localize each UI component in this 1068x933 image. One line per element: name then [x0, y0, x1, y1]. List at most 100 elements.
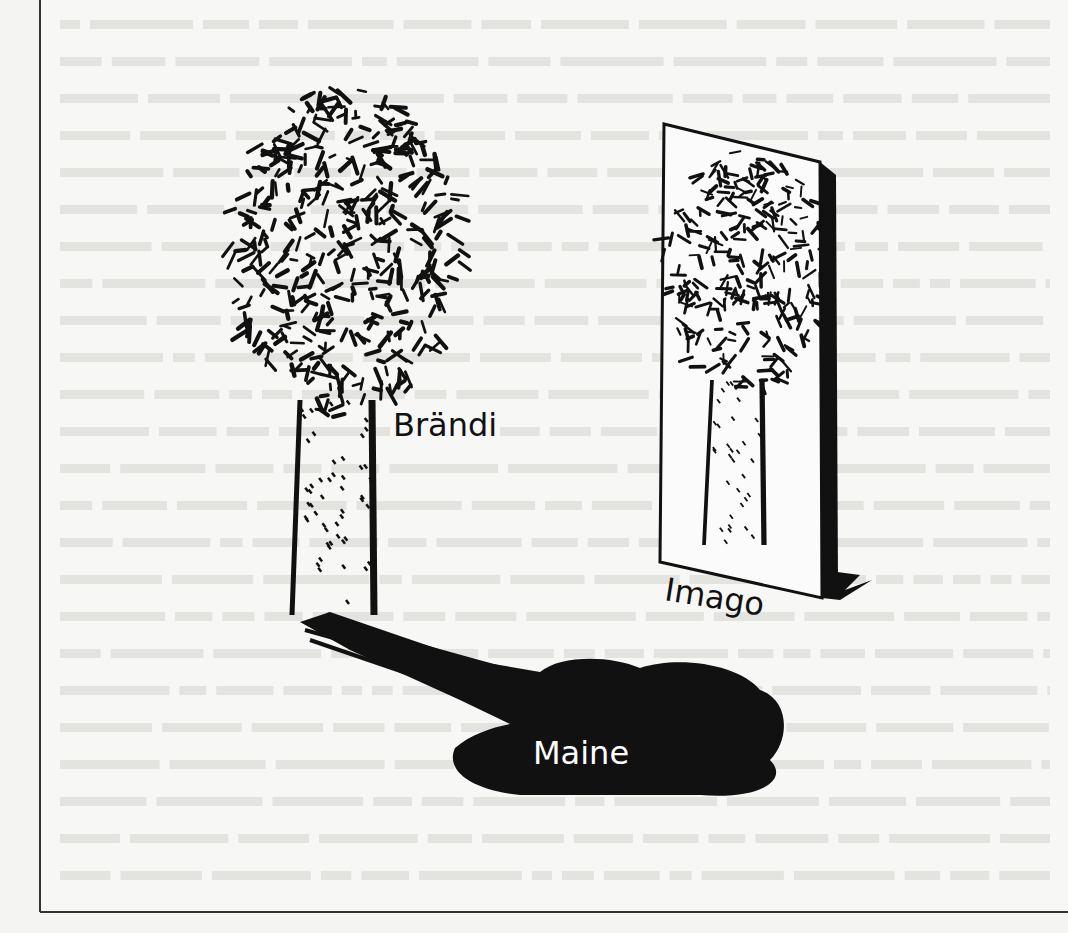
ghost-word — [871, 760, 922, 769]
leaf-mark — [684, 213, 690, 221]
leaf-mark — [338, 199, 351, 201]
ghost-word — [238, 834, 309, 843]
bark-mark — [365, 418, 368, 422]
ghost-word — [794, 871, 895, 880]
leaf-mark — [734, 238, 745, 241]
leaf-mark — [430, 342, 440, 350]
ghost-word — [140, 131, 226, 140]
leaf-mark — [748, 286, 755, 288]
bark-mark — [341, 509, 344, 513]
leaf-mark — [367, 211, 368, 222]
leaf-mark — [766, 162, 778, 171]
leaf-mark — [807, 262, 808, 269]
ghost-word — [857, 427, 909, 436]
ghost-word — [379, 575, 401, 584]
leaf-mark — [449, 277, 457, 280]
ghost-word — [550, 427, 591, 436]
ghost-word — [913, 575, 943, 584]
leaf-mark — [717, 310, 720, 320]
ghost-word — [564, 649, 595, 658]
leaf-mark — [416, 277, 418, 283]
ghost-word — [262, 390, 292, 399]
leaf-mark — [379, 294, 389, 296]
leaf-mark — [395, 108, 408, 115]
ghost-word — [541, 20, 629, 29]
leaf-mark — [382, 189, 397, 196]
ghost-word — [472, 501, 535, 510]
leaf-mark — [408, 322, 411, 329]
ghost-word — [871, 686, 930, 695]
ghost-word — [936, 464, 974, 473]
leaf-mark — [287, 158, 291, 169]
leaf-mark — [690, 292, 698, 300]
bark-mark — [737, 398, 740, 402]
leaf-mark — [380, 333, 391, 347]
leaf-mark — [825, 284, 826, 293]
ghost-word — [428, 834, 472, 843]
ghost-word — [889, 834, 990, 843]
ghost-word — [436, 538, 521, 547]
leaf-mark — [259, 167, 265, 171]
bark-mark — [307, 439, 310, 443]
leaf-mark — [303, 191, 309, 198]
ghost-word — [854, 316, 956, 325]
ghost-word — [373, 797, 412, 806]
ghost-word — [394, 723, 451, 732]
ghost-word — [123, 538, 211, 547]
leaf-mark — [750, 169, 752, 179]
leaf-mark — [275, 182, 276, 195]
leaf-mark — [261, 289, 264, 295]
ghost-word — [60, 353, 163, 362]
leaf-mark — [304, 337, 311, 341]
ghost-word — [968, 94, 1050, 103]
leaf-mark — [784, 303, 789, 307]
leaf-mark — [677, 328, 680, 334]
leaf-mark — [329, 384, 332, 390]
ghost-word — [220, 538, 242, 547]
leaf-mark — [314, 180, 326, 190]
ghost-word — [1009, 205, 1050, 214]
leaf-mark — [800, 186, 803, 196]
leaf-mark — [361, 394, 364, 404]
leaf-mark — [274, 136, 281, 141]
leaf-mark — [684, 281, 686, 287]
leaf-mark — [718, 190, 729, 194]
ghost-word — [508, 464, 617, 473]
ghost-word — [898, 242, 959, 251]
leaf-mark — [333, 414, 344, 417]
ghost-word — [515, 131, 581, 140]
leaf-mark — [666, 287, 673, 288]
bark-mark — [319, 558, 322, 562]
leaf-mark — [379, 239, 390, 244]
ghost-word — [90, 20, 193, 29]
ghost-word — [60, 242, 152, 251]
leaf-mark — [292, 297, 294, 304]
ghost-word — [216, 686, 273, 695]
leaf-mark — [714, 299, 723, 307]
leaf-mark — [685, 329, 688, 338]
leaf-mark — [756, 175, 766, 177]
leaf-mark — [791, 248, 801, 249]
leaf-mark — [446, 256, 458, 265]
ghost-word — [60, 871, 110, 880]
ghost-word — [60, 94, 138, 103]
ghost-word — [175, 57, 259, 66]
ghost-word — [416, 168, 469, 177]
ghost-word — [147, 205, 224, 214]
leaf-mark — [676, 318, 687, 326]
leaf-mark — [321, 395, 328, 396]
leaf-mark — [684, 282, 689, 286]
leaf-mark — [764, 340, 770, 347]
ghost-word — [264, 612, 302, 621]
ghost-word — [893, 57, 996, 66]
ghost-word — [309, 538, 378, 547]
leaf-mark — [686, 225, 689, 236]
leaf-mark — [732, 290, 735, 298]
bark-mark — [360, 498, 363, 502]
ghost-word — [1004, 168, 1050, 177]
leaf-mark — [411, 239, 421, 245]
leaf-mark — [378, 160, 390, 168]
leaf-mark — [272, 220, 275, 230]
ghost-word — [419, 871, 522, 880]
bark-mark — [730, 515, 733, 519]
